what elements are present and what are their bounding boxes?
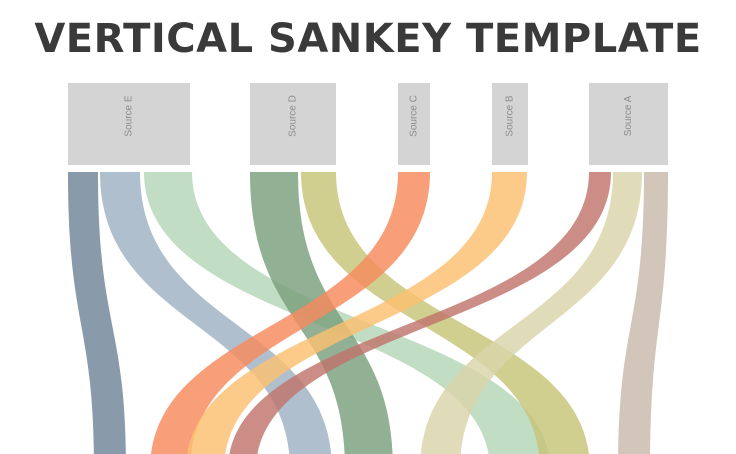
sankey-link-8 <box>229 172 611 454</box>
sankey-link-7 <box>187 172 527 454</box>
node-source-c <box>398 83 430 165</box>
node-label-source-e: Source E <box>124 95 135 136</box>
node-label-source-b: Source B <box>505 95 516 136</box>
node-source-a <box>589 83 668 165</box>
sankey-link-9 <box>420 172 642 454</box>
sankey-link-2 <box>100 172 332 454</box>
node-source-e <box>68 83 190 165</box>
node-label-source-c: Source C <box>409 95 420 137</box>
sankey-link-10 <box>618 172 668 454</box>
sankey-link-3 <box>144 172 549 454</box>
sankey-link-5 <box>301 172 589 454</box>
nodes: Source E Source D Source C Source B Source A <box>68 83 668 165</box>
sankey-link-6 <box>151 172 430 454</box>
node-source-d <box>250 83 336 165</box>
node-label-source-d: Source D <box>288 95 299 137</box>
page-title: VERTICAL SANKEY TEMPLATE <box>34 16 702 62</box>
links <box>68 172 668 454</box>
node-label-source-a: Source A <box>623 95 634 136</box>
node-source-b <box>492 83 528 165</box>
sankey-link-1 <box>68 172 126 454</box>
